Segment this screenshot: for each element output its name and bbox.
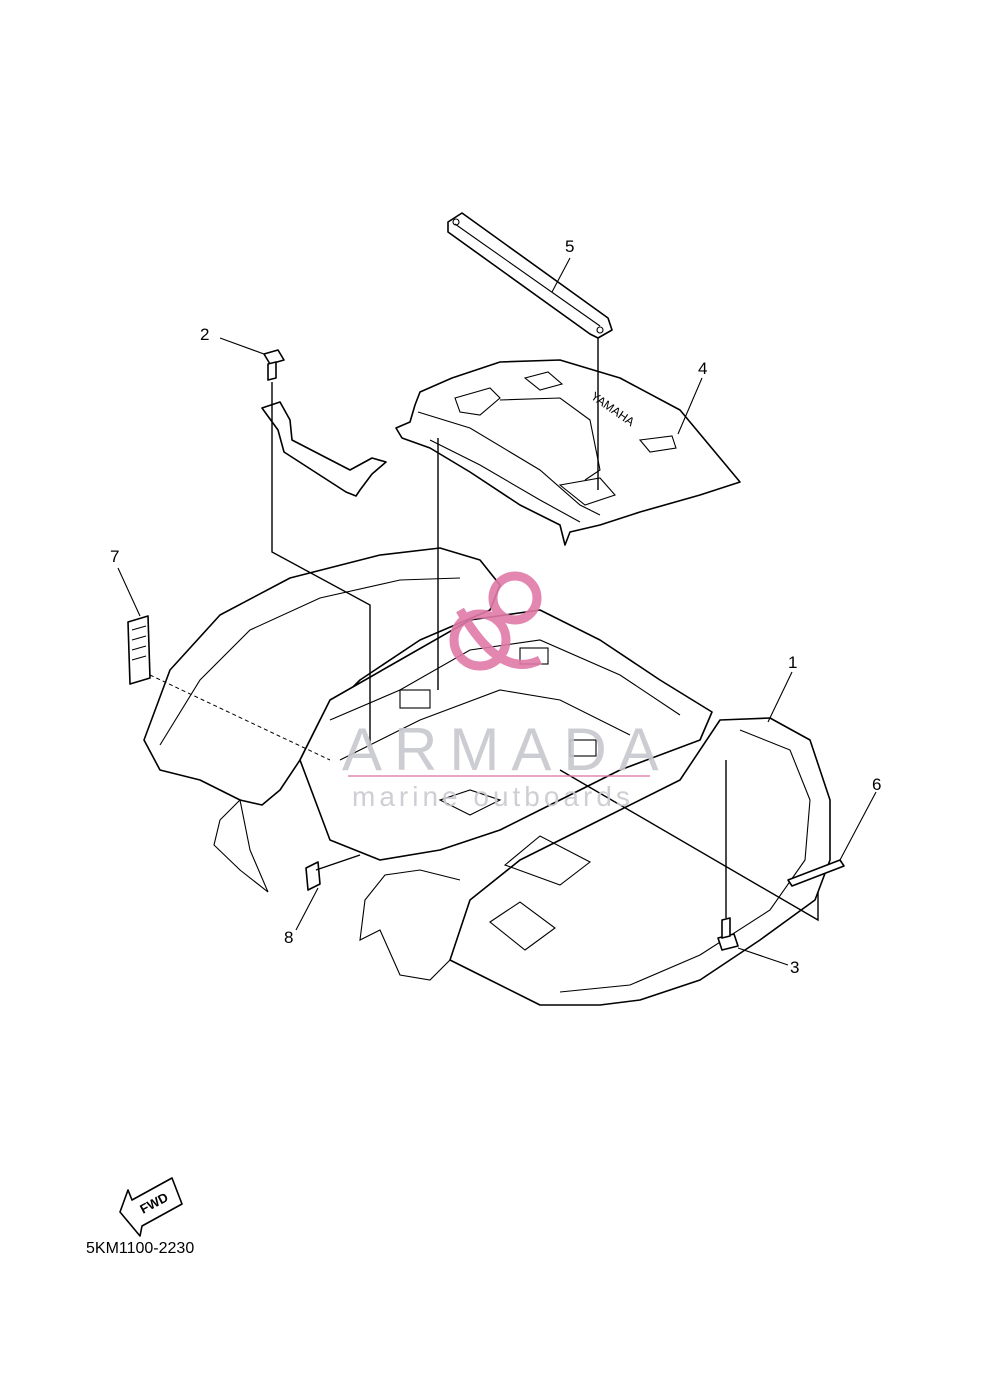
fwd-arrow: FWD <box>119 1177 183 1237</box>
watermark-subtitle: marine outboards <box>352 781 634 812</box>
part-1-rear-fender[interactable] <box>143 547 831 1006</box>
callout-7: 7 <box>110 547 119 566</box>
part-5-plate[interactable] <box>447 212 613 339</box>
bracket <box>261 401 387 497</box>
diagram-code: 5KM1100-2230 <box>86 1240 195 1257</box>
callout-3: 3 <box>790 958 799 977</box>
callout-2: 2 <box>200 325 209 344</box>
part-6-strip[interactable] <box>787 859 845 887</box>
watermark-logo <box>449 571 543 671</box>
leader-lines <box>117 257 877 966</box>
callout-5: 5 <box>565 237 574 256</box>
callout-8: 8 <box>284 928 293 947</box>
callout-1: 1 <box>788 653 797 672</box>
callout-4: 4 <box>698 359 707 378</box>
watermark-title: ARMADA <box>342 716 671 783</box>
callout-6: 6 <box>872 775 881 794</box>
part-4-rack-cover[interactable]: YAMAHA <box>395 359 741 546</box>
part-7-label[interactable] <box>127 615 151 685</box>
part-2-bolt[interactable] <box>263 349 285 381</box>
assembly-lines <box>149 338 819 922</box>
part-3-bolt[interactable] <box>717 917 739 951</box>
part-8-clip[interactable] <box>305 861 321 891</box>
watermark: ARMADA marine outboards <box>342 571 671 812</box>
